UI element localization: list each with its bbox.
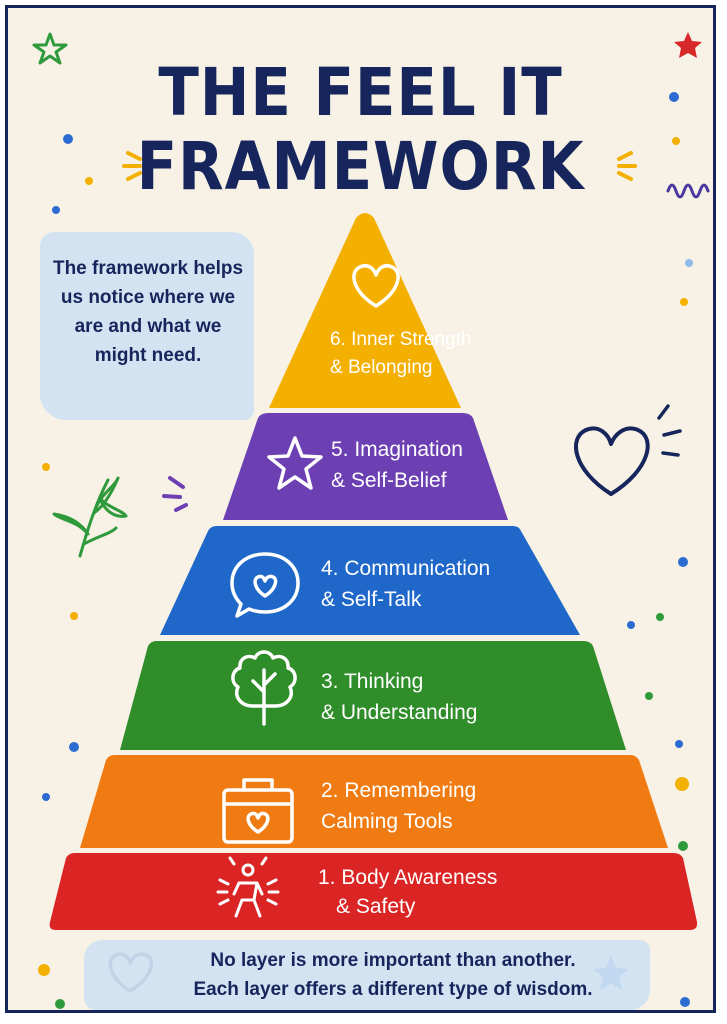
layer-6-subtitle: & Belonging bbox=[330, 357, 433, 378]
outline-star-icon bbox=[32, 32, 68, 65]
dot bbox=[52, 206, 60, 214]
heart-icon bbox=[352, 263, 400, 308]
speech-bubble-heart-icon bbox=[230, 552, 300, 618]
heart-sparkle-lines bbox=[657, 404, 682, 457]
intro-note-background bbox=[40, 232, 254, 420]
dot bbox=[680, 298, 688, 306]
title-line-1: THE FEEL IT bbox=[158, 54, 563, 131]
layer-1-subtitle: & Safety bbox=[336, 895, 416, 918]
layer-4-label: 4. Communication & Self-Talk bbox=[321, 553, 490, 615]
layer-3-subtitle: & Understanding bbox=[321, 701, 478, 724]
layer-4-subtitle: & Self-Talk bbox=[321, 588, 422, 611]
dot bbox=[680, 997, 690, 1007]
dot bbox=[85, 177, 93, 185]
outline-heart-icon bbox=[574, 426, 650, 496]
layer-3-shape bbox=[120, 641, 626, 750]
plant-sprig-icon bbox=[52, 476, 128, 558]
layer-5-label: 5. Imagination & Self-Belief bbox=[331, 434, 463, 496]
star-icon bbox=[267, 436, 323, 490]
layer-5-subtitle: & Self-Belief bbox=[331, 469, 447, 492]
squiggle-icon bbox=[666, 183, 710, 199]
dot bbox=[69, 742, 79, 752]
dot bbox=[70, 612, 78, 620]
layer-6-title: 6. Inner Strength bbox=[330, 329, 472, 350]
dot bbox=[685, 259, 693, 267]
layer-2-title: 2. Remembering bbox=[321, 779, 477, 802]
layer-3-title: 3. Thinking bbox=[321, 670, 424, 693]
layer-5-title: 5. Imagination bbox=[331, 438, 463, 461]
layer-1-title: 1. Body Awareness bbox=[318, 866, 498, 889]
dot bbox=[675, 740, 683, 748]
dot bbox=[656, 613, 664, 621]
red-star-icon bbox=[674, 32, 702, 58]
layer-1-shape bbox=[49, 853, 698, 930]
footer-note-line-2: Each layer offers a different type of wi… bbox=[193, 979, 593, 1000]
sparkle-lines-right bbox=[617, 151, 637, 181]
dot bbox=[55, 999, 65, 1009]
footer-note-background bbox=[84, 940, 650, 1010]
pyramid bbox=[49, 213, 698, 930]
layer-2-label: 2. Remembering Calming Tools bbox=[321, 775, 476, 837]
dot bbox=[42, 793, 50, 801]
tree-icon bbox=[231, 650, 297, 726]
layer-6-label: 6. Inner Strength & Belonging bbox=[330, 326, 472, 382]
layer-3-label: 3. Thinking & Understanding bbox=[321, 666, 477, 728]
poster: THE FEEL IT FRAMEWORK The framework help… bbox=[5, 5, 716, 1013]
toolbox-heart-icon bbox=[222, 778, 294, 844]
person-glow-icon bbox=[216, 856, 280, 918]
dot bbox=[675, 777, 689, 791]
layer-4-title: 4. Communication bbox=[321, 557, 491, 580]
purple-sparkle-lines bbox=[162, 476, 188, 512]
dot bbox=[672, 137, 680, 145]
footer-note-line-1: No layer is more important than another. bbox=[210, 950, 576, 971]
footer-note-text: No layer is more important than another.… bbox=[168, 946, 618, 1004]
dot bbox=[63, 134, 73, 144]
layer-1-label: 1. Body Awareness & Safety bbox=[318, 863, 497, 921]
intro-note-text: The framework helps us notice where we a… bbox=[52, 258, 244, 366]
dot bbox=[627, 621, 635, 629]
dot bbox=[42, 463, 50, 471]
layer-2-subtitle: Calming Tools bbox=[321, 810, 453, 833]
layer-2-shape bbox=[80, 755, 668, 848]
dot bbox=[669, 92, 679, 102]
sparkle-lines-left bbox=[122, 151, 142, 181]
layer-6-shape bbox=[269, 213, 461, 408]
dot bbox=[678, 557, 688, 567]
dot bbox=[38, 964, 50, 976]
dot bbox=[645, 692, 653, 700]
dot bbox=[678, 841, 688, 851]
title-line-2: FRAMEWORK bbox=[136, 128, 585, 205]
